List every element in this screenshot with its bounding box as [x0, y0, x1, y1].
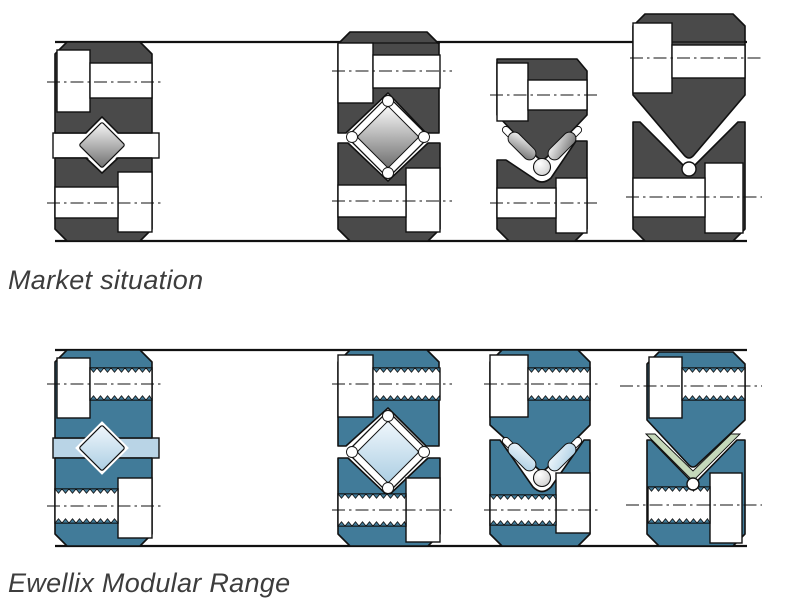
thread-profile — [647, 517, 711, 524]
corner-pin — [382, 95, 394, 107]
corner-pin — [382, 167, 394, 179]
corner-pin — [418, 131, 430, 143]
pivot-ball — [532, 157, 552, 177]
v-relief-bore — [681, 161, 697, 177]
thread-profile — [337, 520, 407, 527]
bore-band — [89, 62, 153, 99]
market-sliding-v-profile — [626, 13, 762, 242]
modular-sliding-v-profile — [620, 351, 762, 547]
thread-profile — [89, 367, 153, 374]
wheel-cutout — [56, 357, 91, 419]
thread-profile — [489, 519, 557, 526]
thread-profile — [54, 488, 119, 494]
v-roller — [547, 131, 577, 161]
thread-profile — [489, 494, 557, 501]
market-situation-label: Market situation — [8, 265, 204, 295]
wheel-cutout — [555, 177, 588, 234]
wheel-cutout — [489, 354, 529, 418]
v-roller — [507, 442, 537, 472]
corner-pin — [346, 446, 358, 458]
bore-band — [671, 44, 746, 79]
market-double-roller-v-profile — [490, 58, 598, 242]
thread-profile — [89, 394, 153, 401]
wheel-cutout — [56, 49, 91, 113]
wheel-cutout — [496, 62, 529, 122]
wheel-cutout — [337, 354, 374, 418]
screw-bore — [337, 493, 407, 527]
screw-bore — [489, 494, 557, 526]
market-compact-wheel-profile — [47, 41, 162, 242]
wheel-cutout — [405, 167, 441, 233]
thread-profile — [681, 395, 746, 401]
guide-roller — [79, 425, 125, 471]
v-roller — [507, 131, 537, 161]
bore-band — [337, 184, 407, 218]
thread-profile — [372, 367, 441, 374]
thread-profile — [54, 518, 119, 524]
modular-large-wheel-profile — [332, 349, 452, 547]
guide-roller — [79, 122, 125, 168]
modular-double-roller-v-profile — [484, 349, 600, 547]
corner-pin — [382, 410, 394, 422]
ewellix-modular-range-label: Ewellix Modular Range — [8, 568, 291, 598]
wheel-cutout — [704, 162, 744, 234]
guide-roller — [357, 421, 419, 483]
wheel-cutout — [648, 356, 683, 419]
wheel-cutout — [337, 42, 374, 104]
corner-pin — [418, 446, 430, 458]
wheel-cutout — [117, 171, 153, 233]
corner-pin — [382, 482, 394, 494]
thread-profile — [527, 394, 591, 401]
wheel-cutout — [117, 477, 153, 539]
wheel-cutout — [709, 472, 743, 544]
modular-row — [47, 348, 762, 548]
market-large-wheel-profile — [332, 31, 452, 242]
guide-roller — [357, 106, 419, 168]
pivot-ball — [532, 468, 552, 488]
modular-compact-wheel-profile — [47, 349, 162, 547]
v-relief-bore — [686, 477, 700, 491]
v-roller — [547, 442, 577, 472]
thread-profile — [337, 493, 407, 500]
thread-profile — [372, 394, 441, 401]
thread-profile — [681, 367, 746, 373]
corner-pin — [346, 131, 358, 143]
wheel-cutout — [555, 472, 591, 534]
thread-profile — [527, 367, 591, 374]
screw-bore — [681, 367, 746, 401]
market-row — [47, 13, 762, 243]
